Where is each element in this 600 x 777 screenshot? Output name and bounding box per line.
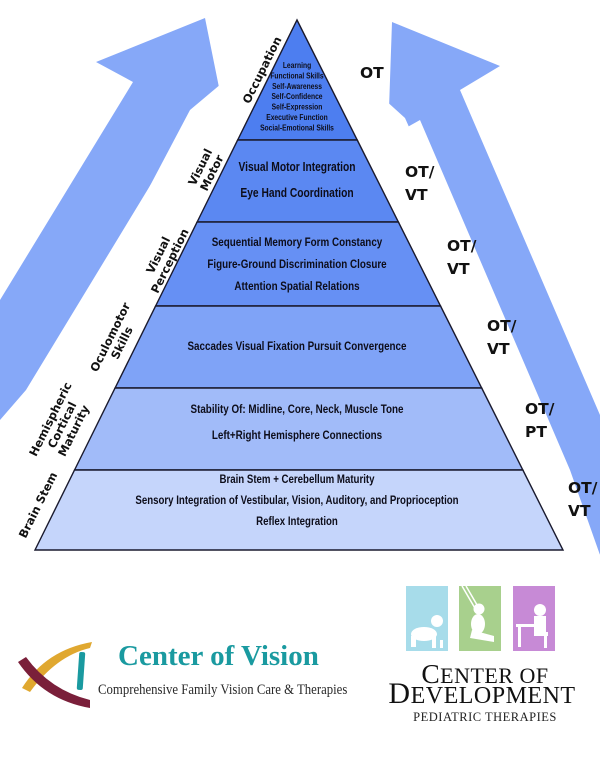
layer-brain-stem-item: Brain Stem + Cerebellum Maturity <box>219 473 374 486</box>
professional-label-hemispheric: PT <box>525 423 547 441</box>
layer-occupation-item: Self-Expression <box>272 102 323 112</box>
center-of-vision-subtitle: Comprehensive Family Vision Care & Thera… <box>98 682 348 698</box>
right-label-band <box>297 20 600 555</box>
layer-hemispheric-item: Stability Of: Midline, Core, Neck, Muscl… <box>191 403 404 416</box>
professional-label-visual-motor: VT <box>405 186 428 204</box>
left-label-band <box>0 20 297 560</box>
pyramid-layers <box>33 18 565 551</box>
center-of-vision-logo-mark <box>18 642 92 708</box>
logo-bar-teal <box>76 651 86 691</box>
layer-occupation-item: Social-Emotional Skills <box>260 123 334 133</box>
professional-label-oculomotor: OT/ <box>487 317 517 335</box>
layer-occupation-item: Self-Awareness <box>272 81 322 91</box>
swinging-child-icon <box>461 585 494 642</box>
right-up-arrow <box>388 22 600 555</box>
center-of-vision-title: Center of Vision <box>118 640 319 672</box>
layer-visual-perception-item: Attention Spatial Relations <box>234 280 359 293</box>
layer-brain-stem-item: Sensory Integration of Vestibular, Visio… <box>135 494 458 507</box>
professional-label-visual-motor: OT/ <box>405 163 435 181</box>
professional-label-occupation: OT <box>360 64 384 82</box>
crawling-baby-icon <box>411 615 443 648</box>
professional-label-visual-perception: VT <box>447 260 470 278</box>
cod-line2-rest: EVELOPMENT <box>410 683 576 709</box>
layer-occupation-item: Executive Function <box>266 112 328 122</box>
professional-label-brain-stem: VT <box>568 502 591 520</box>
layer-oculomotor-item: Saccades Visual Fixation Pursuit Converg… <box>187 340 406 353</box>
cod-line1-rest: ENTER OF <box>440 663 549 688</box>
layer-visual-motor-item: Visual Motor Integration <box>238 161 355 174</box>
layer-visual-perception-item: Sequential Memory Form Constancy <box>212 236 383 249</box>
logo-arc-maroon <box>18 657 90 708</box>
layer-occupation-item: Learning <box>283 60 312 70</box>
child-at-desk-icon <box>516 604 548 648</box>
layer-occupation-item: Functional Skills <box>270 71 323 81</box>
center-of-development-logo-images <box>406 585 555 651</box>
left-up-arrow <box>0 18 228 420</box>
center-of-development-line2: DEVELOPMENT <box>372 677 592 711</box>
professional-labels: OT OT/VT OT/VT OT/VT OT/PT OT/VT <box>360 64 598 520</box>
layer-visual-perception-item: Figure-Ground Discrimination Closure <box>207 258 386 271</box>
center-of-development-tagline: PEDIATRIC THERAPIES <box>413 710 557 724</box>
cod-line1-cap: C <box>421 658 441 689</box>
professional-label-brain-stem: OT/ <box>568 479 598 497</box>
layer-visual-motor-item: Eye Hand Coordination <box>240 187 353 200</box>
layer-occupation-item: Self-Confidence <box>271 92 322 102</box>
layer-hemispheric-item: Left+Right Hemisphere Connections <box>212 429 382 442</box>
center-of-development-line1: CENTER OF <box>380 658 590 690</box>
layer-brain-stem-item: Reflex Integration <box>256 515 338 528</box>
professional-label-hemispheric: OT/ <box>525 400 555 418</box>
layer-brain-stem <box>33 469 565 551</box>
professional-label-visual-perception: OT/ <box>447 237 477 255</box>
cod-line2-cap: D <box>388 677 411 710</box>
professional-label-oculomotor: VT <box>487 340 510 358</box>
